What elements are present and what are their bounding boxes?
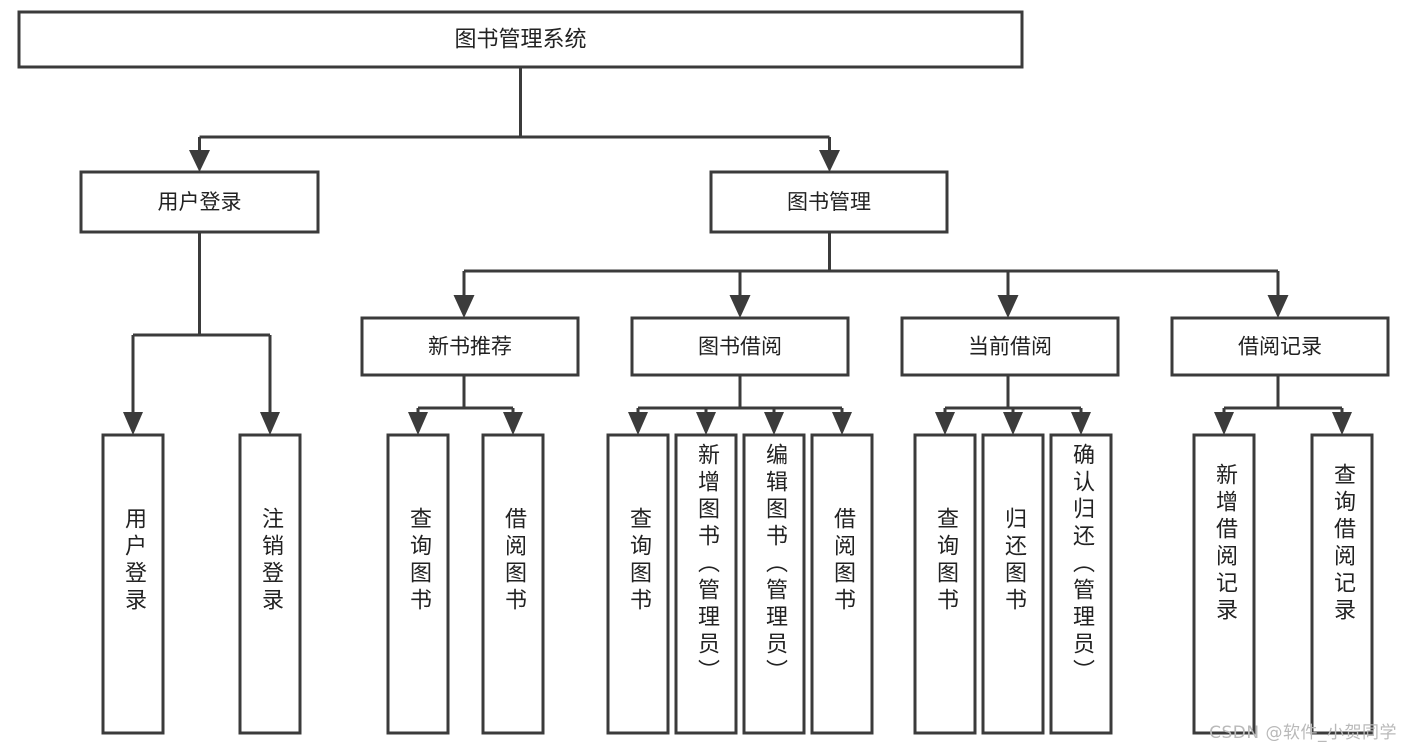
csdn-watermark: CSDN @软件_小贺同学 [1209, 723, 1397, 743]
book-borrow-label: 图书借阅 [698, 335, 782, 359]
user-login-label: 用户登录 [158, 190, 242, 214]
current-borrow-box[interactable] [900, 316, 1120, 377]
new-book-recommend-label: 新书推荐 [428, 335, 512, 359]
connector-group-user-login [123, 232, 280, 435]
new-book-recommend-box[interactable] [360, 316, 580, 377]
arrowhead-return-book [1003, 412, 1023, 435]
connector-group-book-mgmt [453, 232, 1289, 318]
arrowhead-new-book [453, 295, 475, 318]
connector-group-book-borrow [628, 375, 852, 435]
arrowhead-query-record [1332, 412, 1352, 435]
arrowhead-current-borrow [997, 295, 1019, 318]
node-new-book-recommend[interactable]: 新书推荐 [360, 316, 580, 377]
user-login-box[interactable] [79, 170, 320, 234]
arrowhead-book-mgmt [819, 150, 840, 172]
arrowhead-borrow-book-1 [503, 412, 523, 435]
node-book-management[interactable]: 图书管理 [709, 170, 949, 234]
borrow-record-box[interactable] [1170, 316, 1390, 377]
arrowhead-confirm-return [1071, 412, 1091, 435]
leaf-box-query-book-2[interactable] [606, 433, 670, 735]
leaf-box-edit-book[interactable] [742, 433, 806, 735]
arrowhead-leaf-logout [260, 412, 280, 435]
leaf-box-logout[interactable] [238, 433, 302, 735]
connector-group-borrow-record [1214, 375, 1352, 435]
borrow-record-label: 借阅记录 [1238, 335, 1322, 359]
arrowhead-user-login [189, 150, 210, 172]
node-book-borrow[interactable]: 图书借阅 [630, 316, 850, 377]
book-borrow-box[interactable] [630, 316, 850, 377]
arrowhead-query-book-1 [408, 412, 428, 435]
node-borrow-record[interactable]: 借阅记录 [1170, 316, 1390, 377]
arrowhead-add-book [696, 412, 716, 435]
leaf-box-add-record[interactable] [1192, 433, 1256, 735]
leaf-box-borrow-book-2[interactable] [810, 433, 874, 735]
arrowhead-book-borrow [729, 295, 751, 318]
node-user-login[interactable]: 用户登录 [79, 170, 320, 234]
node-current-borrow[interactable]: 当前借阅 [900, 316, 1120, 377]
leaf-box-borrow-book-1[interactable] [481, 433, 545, 735]
leaf-box-query-book-1[interactable] [386, 433, 450, 735]
current-borrow-label: 当前借阅 [968, 335, 1052, 359]
arrowhead-add-record [1214, 412, 1234, 435]
leaf-box-query-book-3[interactable] [913, 433, 977, 735]
arrowhead-edit-book [764, 412, 784, 435]
book-management-label: 图书管理 [787, 190, 871, 214]
leaf-box-return-book[interactable] [981, 433, 1045, 735]
root-box[interactable] [17, 10, 1024, 69]
leaf-box-add-book[interactable] [674, 433, 738, 735]
leaf-box-group [101, 433, 1374, 735]
connector-group-new-book [408, 375, 523, 435]
leaf-box-confirm-return[interactable] [1049, 433, 1113, 735]
connector-group-current-borrow [935, 375, 1091, 435]
arrowhead-borrow-book-2 [832, 412, 852, 435]
leaf-box-query-record[interactable] [1310, 433, 1374, 735]
book-management-box[interactable] [709, 170, 949, 234]
leaf-box-user-login[interactable] [101, 433, 165, 735]
node-root[interactable]: 图书管理系统 [17, 10, 1024, 69]
arrowhead-borrow-record [1267, 295, 1289, 318]
connector-group-root [189, 67, 840, 172]
arrowhead-leaf-user-login [123, 412, 143, 435]
root-label: 图书管理系统 [454, 28, 586, 53]
arrowhead-query-book-3 [935, 412, 955, 435]
arrowhead-query-book-2 [628, 412, 648, 435]
